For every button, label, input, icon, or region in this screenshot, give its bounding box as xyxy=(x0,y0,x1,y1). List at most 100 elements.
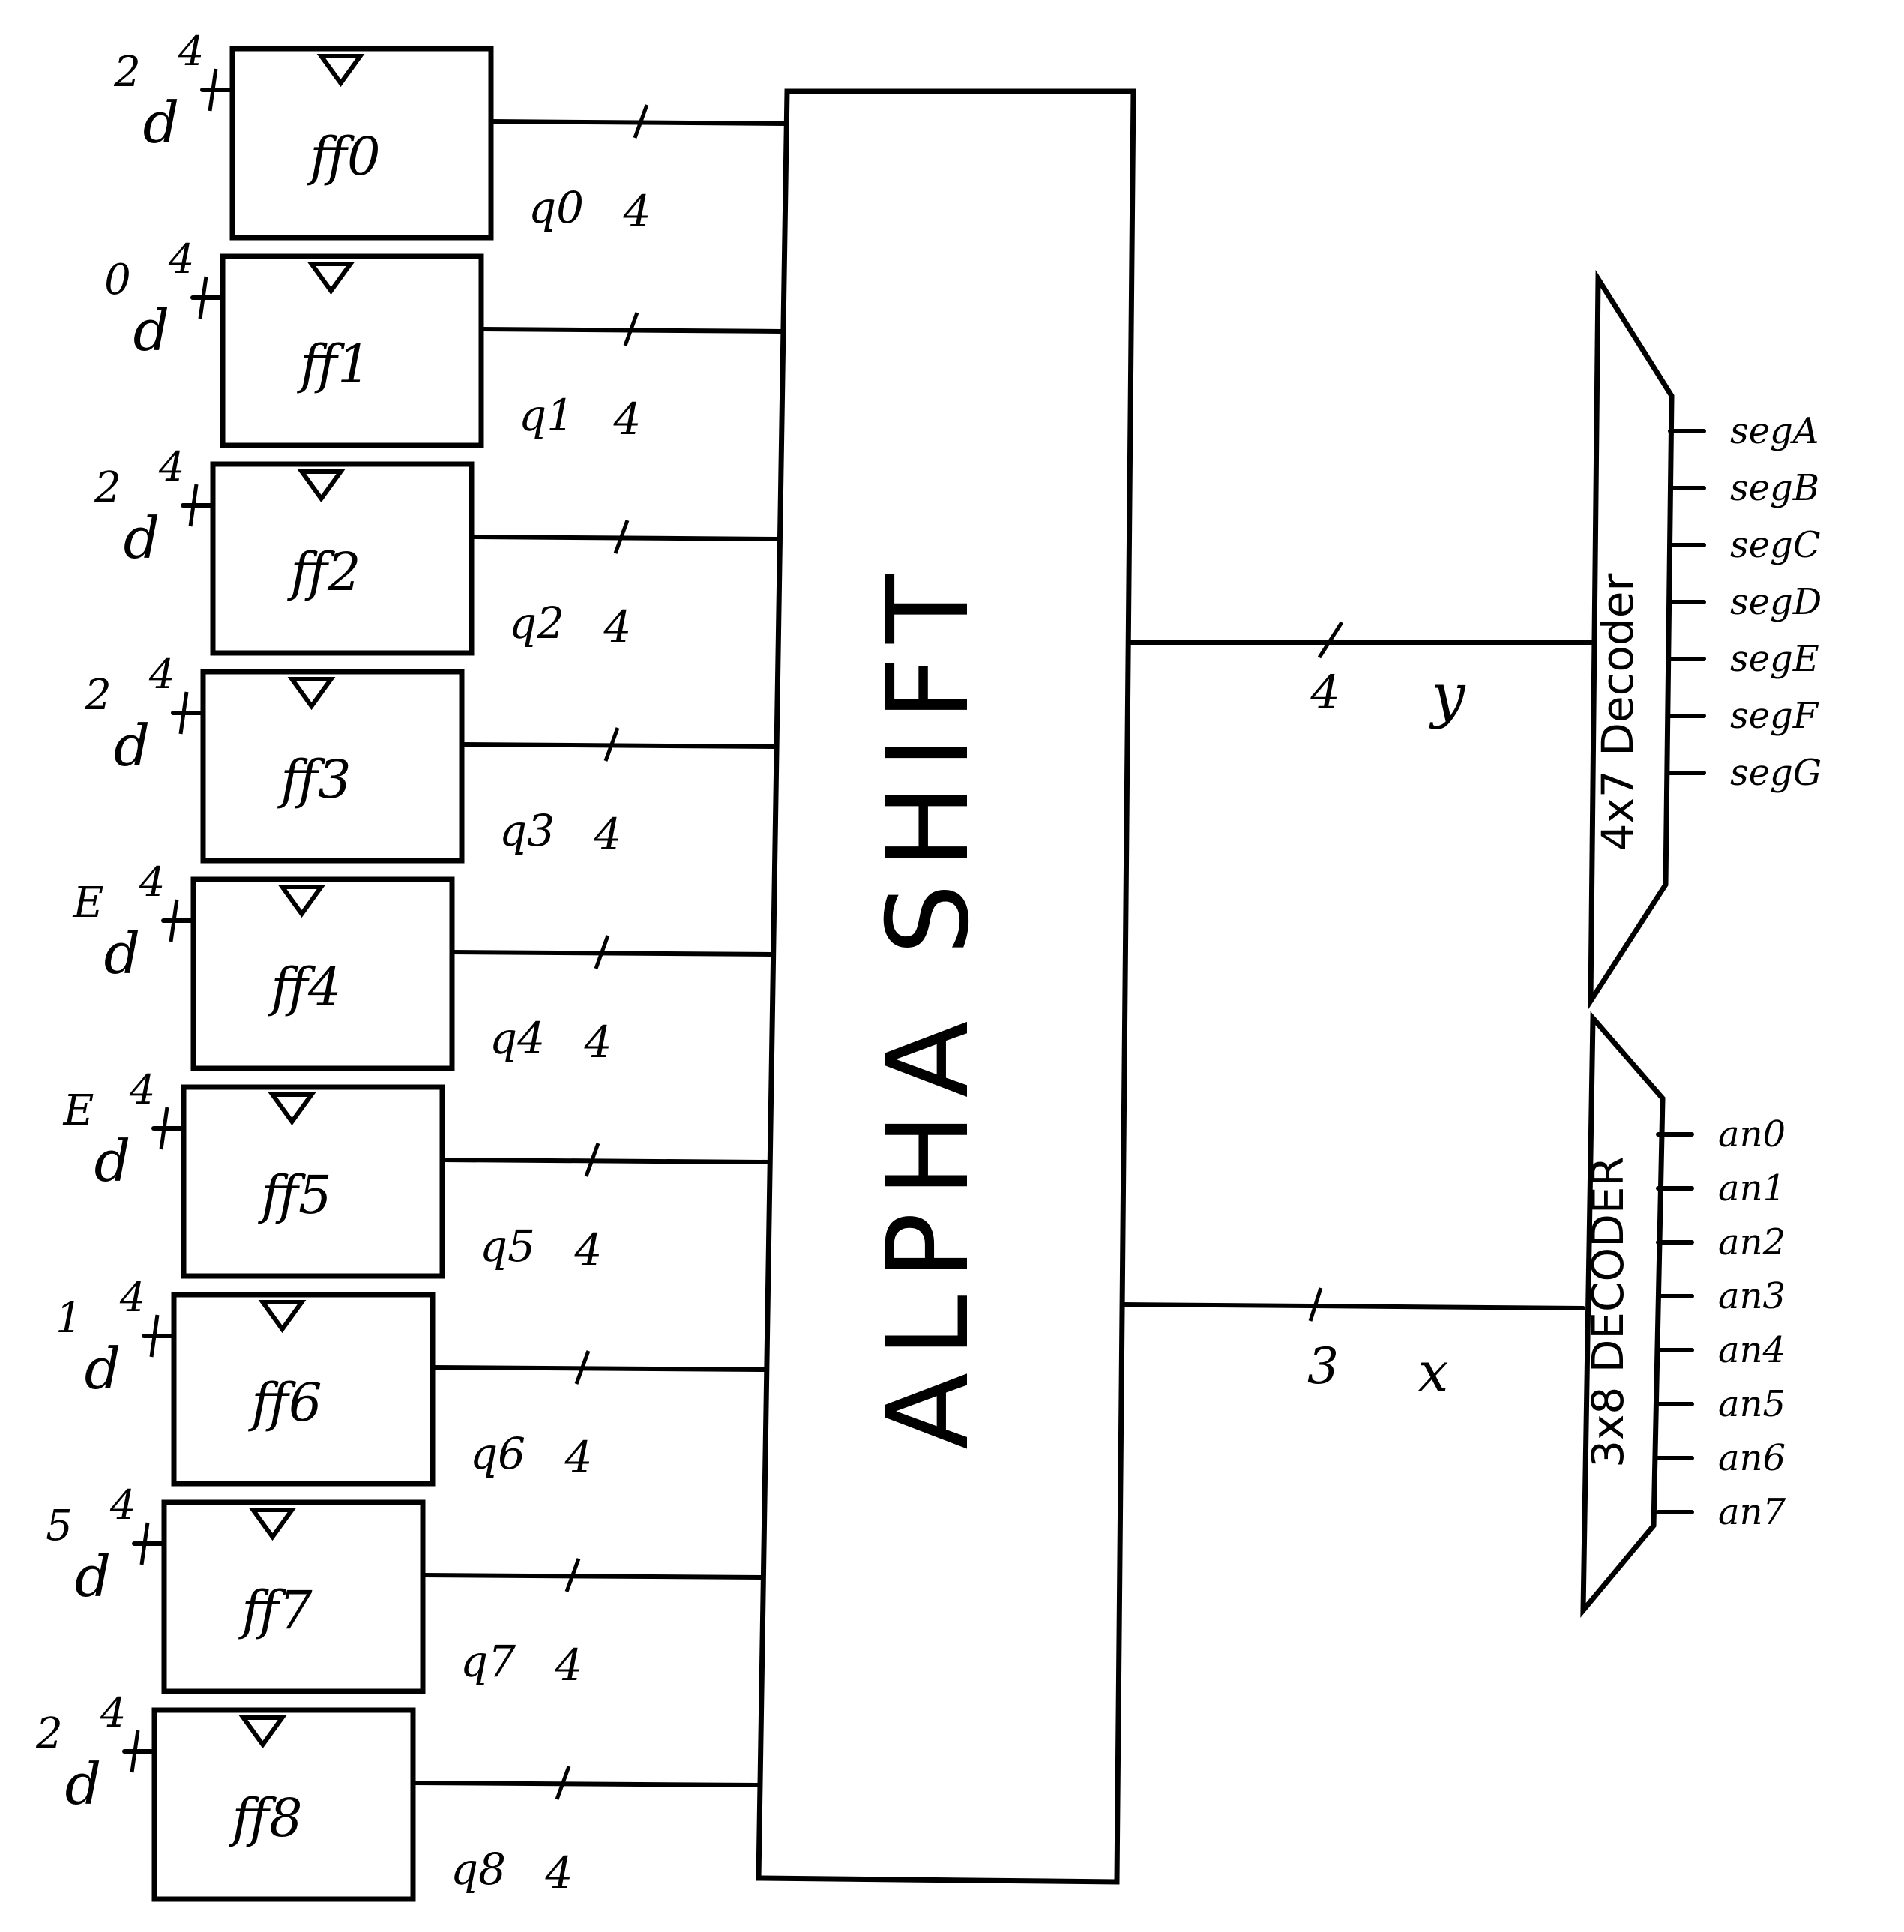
an-output-3: an3 xyxy=(1656,1275,1786,1317)
an-output-2: an2 xyxy=(1656,1221,1786,1263)
output-width: 4 xyxy=(603,601,632,652)
output-wire xyxy=(489,119,787,126)
input-width: 4 xyxy=(119,1274,145,1321)
seg-output-4: segE xyxy=(1668,638,1819,680)
output-wire xyxy=(411,1781,761,1787)
input-label: d xyxy=(114,712,151,779)
output-width: 4 xyxy=(584,1017,612,1068)
flipflop-name: ff5 xyxy=(257,1164,331,1226)
clock-triangle-icon xyxy=(316,54,365,88)
bus-width-tick xyxy=(633,104,649,139)
bus-width-tick xyxy=(555,1766,571,1800)
input-width: 4 xyxy=(109,1481,136,1529)
bus-width-tick xyxy=(169,899,179,942)
output-width: 4 xyxy=(564,1432,593,1483)
flipflop-name: ff3 xyxy=(277,749,351,810)
bus-width-tick xyxy=(178,691,189,735)
output-pin-label: segG xyxy=(1730,752,1822,794)
input-value: 1 xyxy=(55,1294,82,1343)
flipflop-box xyxy=(151,1707,416,1902)
input-label: d xyxy=(94,1128,131,1194)
input-value: E xyxy=(73,879,104,927)
output-label: q0 xyxy=(528,182,584,233)
bus-width-tick xyxy=(613,520,630,554)
output-pin-label: an3 xyxy=(1718,1275,1786,1317)
output-label: q7 xyxy=(460,1636,516,1687)
bus-x-name: x xyxy=(1418,1340,1449,1403)
input-width: 4 xyxy=(158,443,184,490)
bus-width-tick xyxy=(584,1143,600,1177)
input-width: 4 xyxy=(129,1066,155,1113)
input-width: 4 xyxy=(100,1689,126,1736)
flipflop-box xyxy=(220,253,484,448)
input-width: 4 xyxy=(168,235,194,283)
clock-triangle-icon xyxy=(238,1715,287,1749)
output-wire xyxy=(450,950,774,957)
output-wire xyxy=(421,1573,765,1580)
bus-width-tick xyxy=(623,312,639,346)
an-output-4: an4 xyxy=(1656,1329,1786,1371)
output-wire xyxy=(440,1158,771,1164)
output-width: 4 xyxy=(623,186,651,237)
input-width: 4 xyxy=(178,28,204,75)
flipflop-name: ff1 xyxy=(296,334,370,395)
alpha-shift-label: ALPHA SHIFT xyxy=(864,559,994,1449)
clock-triangle-icon xyxy=(287,677,336,711)
flipflop-box xyxy=(171,1292,436,1487)
bus-y-name: y xyxy=(1429,660,1466,730)
output-pin-label: segA xyxy=(1730,410,1819,452)
input-label: d xyxy=(104,920,141,987)
output-pin-label: an5 xyxy=(1718,1383,1786,1425)
flipflop-box xyxy=(181,1084,445,1279)
input-label: d xyxy=(143,89,180,156)
output-pin-label: an4 xyxy=(1718,1329,1786,1371)
output-pin-label: segD xyxy=(1730,581,1822,623)
output-label: q8 xyxy=(451,1844,506,1895)
input-value: 2 xyxy=(113,48,141,97)
output-pin-label: segE xyxy=(1730,638,1819,680)
output-label: q6 xyxy=(470,1428,525,1479)
seg-output-6: segG xyxy=(1668,752,1822,794)
clock-triangle-icon xyxy=(258,1300,307,1334)
bus-y-width: 4 xyxy=(1310,665,1340,720)
an-output-7: an7 xyxy=(1656,1491,1786,1533)
seg-output-0: segA xyxy=(1668,410,1819,452)
input-label: d xyxy=(65,1751,102,1817)
flipflop-name: ff2 xyxy=(286,541,361,603)
flipflop-box xyxy=(210,461,475,656)
output-wire xyxy=(460,742,777,749)
output-pin-label: an6 xyxy=(1718,1437,1786,1479)
bus-width-tick xyxy=(139,1522,150,1565)
flipflop-name: ff0 xyxy=(306,126,380,187)
output-width: 4 xyxy=(574,1224,603,1275)
input-value: 2 xyxy=(94,463,121,512)
an-output-0: an0 xyxy=(1656,1113,1786,1155)
bus-width-tick xyxy=(603,727,620,762)
bus-width-tick xyxy=(208,68,218,112)
output-pin-label: segC xyxy=(1730,524,1821,566)
output-width: 4 xyxy=(594,809,622,860)
flipflop-box xyxy=(200,669,465,864)
bus-width-tick xyxy=(149,1314,160,1358)
bus-width-tick xyxy=(594,935,610,969)
flipflop-name: ff4 xyxy=(267,957,341,1018)
bus-width-tick xyxy=(198,276,208,319)
input-width: 4 xyxy=(139,858,165,906)
seg-output-2: segC xyxy=(1668,524,1821,566)
flipflop-box xyxy=(229,46,494,241)
input-label: d xyxy=(133,297,170,364)
output-wire xyxy=(430,1365,768,1372)
input-label: d xyxy=(75,1543,112,1610)
bus-y: 4 y xyxy=(1126,621,1595,730)
seg-decoder-label: 4x7 Decoder xyxy=(1592,574,1643,852)
